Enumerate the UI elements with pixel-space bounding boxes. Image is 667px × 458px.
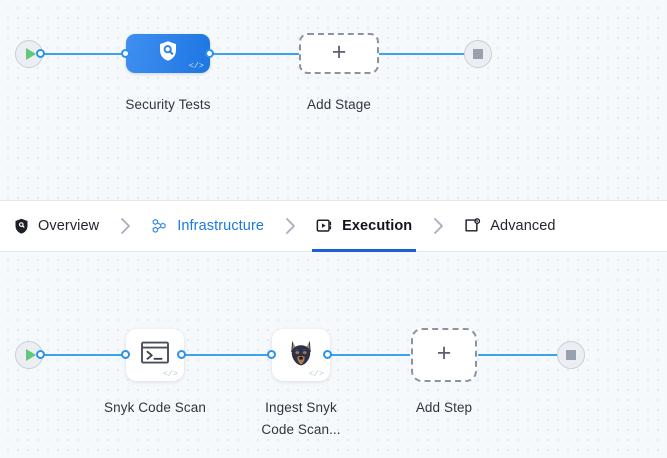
pipeline-section-tabs[interactable]: Overview Infrastructure (0, 200, 667, 252)
port-ingest-out[interactable] (323, 350, 332, 359)
stage-node-security-tests[interactable]: </> (126, 34, 210, 73)
port-ingest-in[interactable] (267, 350, 276, 359)
tab-separator-2 (268, 217, 312, 235)
edge-snyk-code-scan-to-ingest (180, 354, 274, 356)
edge-add-stage-to-end (378, 53, 474, 55)
tab-overview[interactable]: Overview (10, 201, 103, 252)
code-glyph-icon: </> (188, 60, 204, 71)
hexagon-nodes-icon (151, 218, 168, 234)
step-label-snyk-code-scan: Snyk Code Scan (104, 400, 206, 415)
stop-icon (473, 49, 483, 59)
port-stage-start-out[interactable] (36, 350, 45, 359)
port-start-out[interactable] (36, 49, 45, 58)
snyk-doberman-icon (286, 338, 316, 373)
edge-ingest-to-add-step (326, 354, 410, 356)
port-snyk-code-scan-in[interactable] (121, 350, 130, 359)
stage-label-security-tests: Security Tests (125, 97, 211, 112)
edge-add-step-to-end (478, 354, 562, 356)
tab-advanced[interactable]: Advanced (460, 201, 559, 252)
play-screen-icon (316, 218, 333, 234)
step-label-ingest-snyk-code-scan: Ingest Snyk Code Scan... (231, 397, 371, 442)
shield-search-icon (156, 39, 180, 68)
stage-graph-canvas[interactable]: </> Security Tests + Add Stage (0, 0, 667, 200)
plus-icon: + (331, 37, 347, 66)
step-label-line-1: Ingest Snyk (265, 400, 337, 415)
pipeline-end-node[interactable] (464, 40, 492, 68)
terminal-icon (140, 340, 170, 371)
code-glyph-icon: </> (308, 368, 324, 379)
step-node-snyk-code-scan[interactable]: </> (126, 329, 184, 381)
window-gear-icon (464, 218, 481, 234)
add-stage-button[interactable]: + (299, 33, 379, 74)
add-step-label: Add Step (415, 400, 473, 415)
tab-label-advanced: Advanced (490, 218, 556, 234)
code-glyph-icon: </> (162, 368, 178, 379)
port-security-tests-in[interactable] (121, 49, 130, 58)
add-stage-label: Add Stage (307, 97, 371, 112)
play-icon (25, 349, 36, 361)
step-node-ingest-snyk-code-scan[interactable]: </> (272, 329, 330, 381)
tab-separator-1 (103, 217, 147, 235)
port-security-tests-out[interactable] (205, 49, 214, 58)
tab-label-infrastructure: Infrastructure (177, 218, 265, 234)
play-icon (25, 48, 36, 60)
tab-label-overview: Overview (38, 218, 100, 234)
add-step-button[interactable]: + (411, 328, 477, 382)
stop-icon (566, 350, 576, 360)
tab-infrastructure[interactable]: Infrastructure (147, 201, 268, 252)
port-snyk-code-scan-out[interactable] (177, 350, 186, 359)
stage-end-node[interactable] (557, 341, 585, 369)
step-graph-canvas[interactable]: </> Snyk Code Scan (0, 252, 667, 458)
step-label-line-2: Code Scan... (261, 422, 341, 438)
tab-separator-3 (416, 217, 460, 235)
edge-start-to-security-tests (40, 53, 132, 55)
plus-icon: + (436, 339, 452, 367)
tab-execution[interactable]: Execution (312, 201, 417, 252)
edge-security-tests-to-add-stage (208, 53, 300, 55)
edge-start-to-snyk-code-scan (40, 354, 132, 356)
shield-icon (14, 218, 29, 234)
tab-label-execution: Execution (342, 218, 413, 234)
